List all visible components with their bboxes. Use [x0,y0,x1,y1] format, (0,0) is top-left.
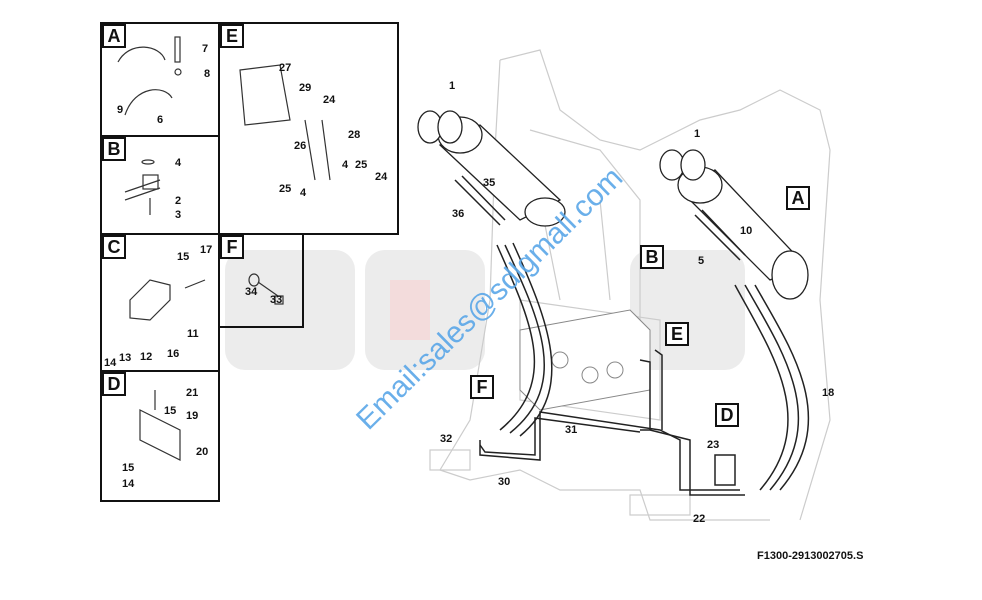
callout: 23 [707,439,720,451]
callout: 15 [164,405,177,417]
left-lift-cylinder [417,110,566,227]
panel-d-tag: D [102,372,126,396]
main-tag-a: A [786,186,810,210]
callout: 10 [740,225,753,237]
callout: 36 [452,208,465,220]
callout: 33 [270,294,283,306]
panel-e-tag: E [220,24,244,48]
callout: 14 [104,357,117,369]
main-tag-d: D [715,403,739,427]
callout: 19 [186,410,199,422]
callout: 3 [175,209,182,221]
callout: 8 [204,68,211,80]
callout: 1 [694,128,701,140]
callout: 32 [440,433,453,445]
background-logo [225,250,745,370]
main-tag-f: F [470,375,494,399]
callout: 26 [294,140,307,152]
detail-panel-d [100,370,220,502]
callout: 5 [698,255,705,267]
callout: 21 [186,387,199,399]
drawing-code: F1300-2913002705.S [757,550,864,562]
callout: 27 [279,62,292,74]
callout: 15 [122,462,135,474]
callout: 11 [187,328,199,340]
callout: 20 [196,446,209,458]
callout: 31 [565,424,578,436]
callout: 6 [157,114,164,126]
callout: 4 [300,187,307,199]
callout: 30 [498,476,511,488]
hoses [454,175,809,496]
callout: 4 [342,159,349,171]
callout: 34 [245,286,258,298]
callout: 15 [177,251,190,263]
callout: 4 [175,157,182,169]
right-lift-cylinder [659,149,809,300]
callout: 29 [299,82,312,94]
callout: 28 [348,129,361,141]
panel-f-tag: F [220,235,244,259]
main-tag-e: E [665,322,689,346]
callout: 7 [202,43,209,55]
detail-sketches [117,36,331,461]
panel-a-tag: A [102,24,126,48]
callout: 16 [167,348,180,360]
callout: 17 [200,244,213,256]
callout: 18 [822,387,835,399]
callout: 25 [355,159,368,171]
callout: 1 [449,80,456,92]
main-tag-b: B [640,245,664,269]
detail-panel-f [218,233,304,328]
callout: 12 [140,351,153,363]
callout: 25 [279,183,292,195]
callout: 14 [122,478,135,490]
callout: 2 [175,195,182,207]
callout: 13 [119,352,132,364]
callout: 24 [323,94,336,106]
panel-c-tag: C [102,235,126,259]
detail-panel-e [218,22,399,235]
callout: 24 [375,171,388,183]
callout: 22 [693,513,706,525]
panel-b-tag: B [102,137,126,161]
callout: 9 [117,104,124,116]
callout: 35 [483,177,496,189]
